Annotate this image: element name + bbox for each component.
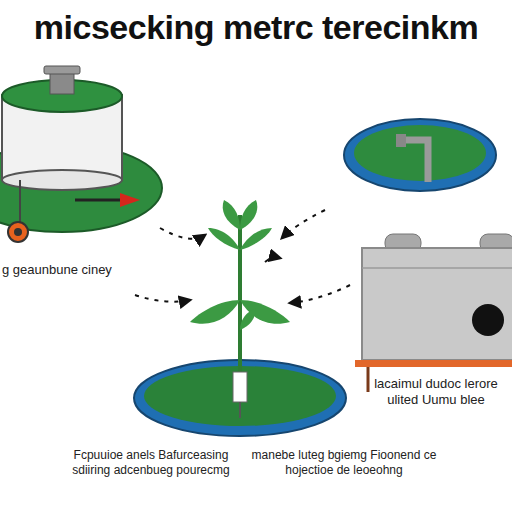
side-label: g geaunbune ciney	[2, 262, 152, 278]
tank-illustration	[0, 66, 162, 242]
flow-arrows	[135, 210, 350, 303]
caption-label: lacaimul dudoc lerore ulited Uumu blee	[366, 376, 506, 409]
caption-label: Fcpuuioe anels Bafurceasing sdiiring adc…	[62, 448, 240, 478]
diagram-title: micsecking metrc terecinkm	[34, 8, 478, 47]
caption-label: manebe luteg bgiemg Fioonend ce hojectio…	[246, 448, 442, 478]
machine-illustration	[355, 234, 512, 392]
basin-illustration	[344, 119, 496, 191]
plant-basin-illustration	[134, 200, 346, 436]
